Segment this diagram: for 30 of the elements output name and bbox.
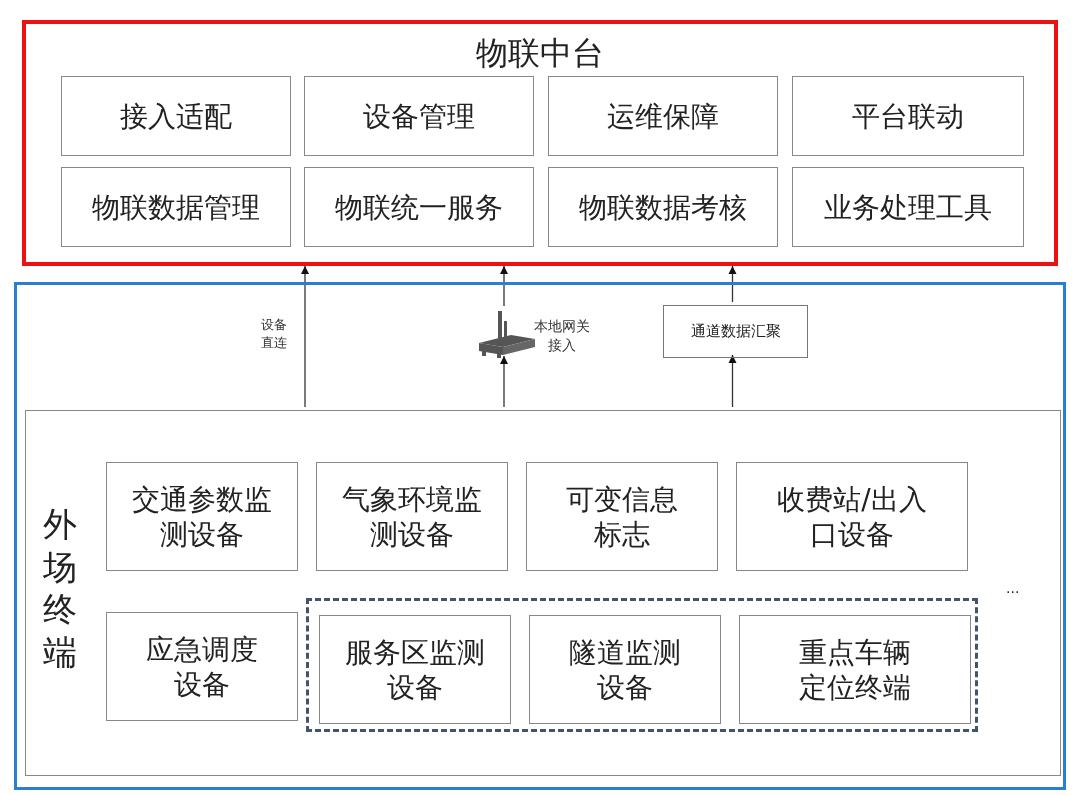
- ellipsis-note: ...: [1006, 580, 1020, 596]
- device-box: 收费站/出入口设备: [736, 462, 968, 571]
- device-box: 服务区监测设备: [319, 615, 511, 724]
- arrow: [301, 265, 309, 408]
- dashed-group-box: [306, 598, 978, 732]
- module-box: 运维保障: [548, 76, 778, 156]
- panel-title: 物联中台: [475, 33, 605, 74]
- terminal-area-panel: [14, 282, 1066, 790]
- module-box: 平台联动: [792, 76, 1024, 156]
- device-box: 可变信息标志: [526, 462, 718, 571]
- device-group-panel: [25, 410, 1061, 776]
- module-box: 业务处理工具: [792, 167, 1024, 247]
- device-box: 重点车辆定位终端: [739, 615, 971, 724]
- device-box: 气象环境监测设备: [316, 462, 508, 571]
- panel-title: 外场终端: [42, 503, 78, 673]
- module-box: 接入适配: [61, 76, 291, 156]
- module-box: 设备管理: [304, 76, 534, 156]
- arrow: [500, 265, 508, 307]
- icon-caption: 本地网关接入: [533, 317, 591, 355]
- arrow: [728, 265, 737, 303]
- device-box: 应急调度设备: [106, 612, 298, 721]
- process-box: 通道数据汇聚: [663, 305, 808, 358]
- module-box: 物联数据考核: [548, 167, 778, 247]
- arrow: [500, 355, 508, 408]
- arrow: [728, 354, 737, 408]
- module-box: 物联统一服务: [304, 167, 534, 247]
- platform-panel: [22, 20, 1058, 266]
- device-box: 隧道监测设备: [529, 615, 721, 724]
- device-box: 交通参数监测设备: [106, 462, 298, 571]
- module-box: 物联数据管理: [61, 167, 291, 247]
